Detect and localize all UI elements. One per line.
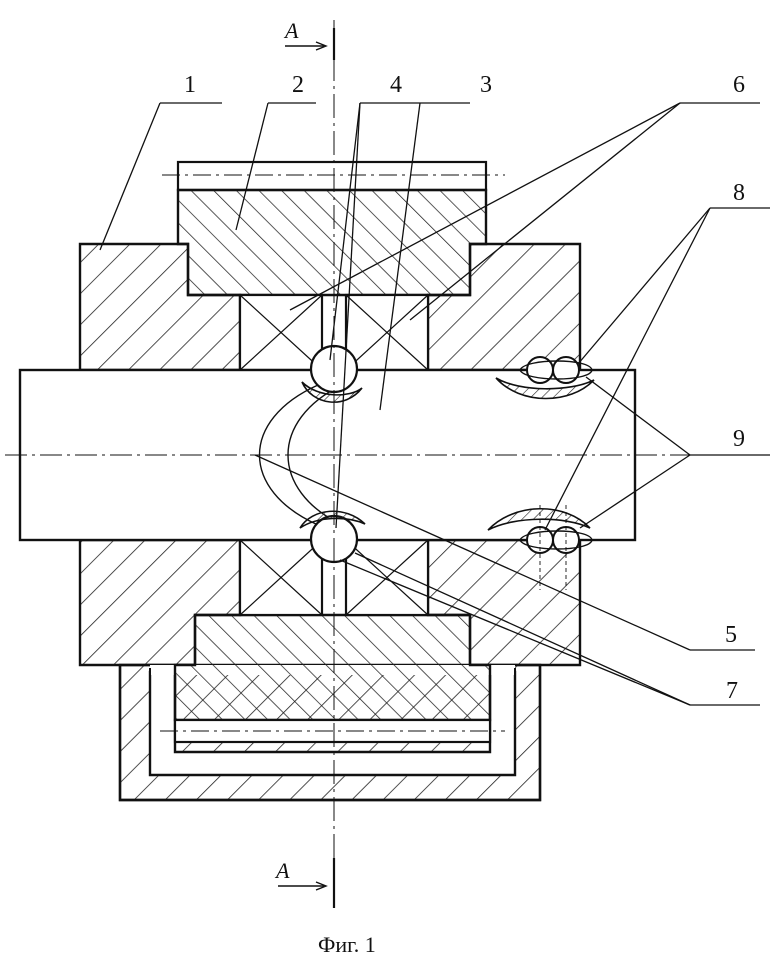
- label-part-6: 6: [733, 72, 745, 98]
- seat-right-lower: [487, 507, 591, 531]
- label-part-8: 8: [733, 180, 745, 206]
- section-label-bottom: A: [274, 858, 290, 883]
- leader-lines: [99, 102, 770, 706]
- label-part-7: 7: [726, 678, 738, 704]
- bearing-lower-left: [238, 538, 324, 617]
- section-marker-bottom: A: [274, 858, 336, 908]
- figure-caption: Фиг. 1: [318, 932, 376, 957]
- seat-right-upper: [495, 377, 595, 400]
- label-part-1: 1: [184, 72, 196, 98]
- section-marker-top: A: [283, 18, 336, 60]
- section-label-top: A: [283, 18, 299, 43]
- label-part-4: 4: [390, 72, 402, 98]
- label-part-3: 3: [480, 72, 492, 98]
- part-2-upper-block: [176, 188, 488, 297]
- label-part-2: 2: [292, 72, 304, 98]
- bearing-upper-left: [238, 293, 324, 372]
- label-part-5: 5: [725, 622, 737, 648]
- label-part-9: 9: [733, 426, 745, 452]
- ball-seat-upper: [301, 381, 363, 403]
- small-ball-2: [552, 356, 580, 384]
- helical-groove: [258, 384, 319, 526]
- upper-rail: [176, 160, 488, 192]
- part-2-lower-block: [173, 613, 492, 722]
- ball-seat-lower: [299, 510, 366, 529]
- bearing-lower-right: [344, 538, 430, 617]
